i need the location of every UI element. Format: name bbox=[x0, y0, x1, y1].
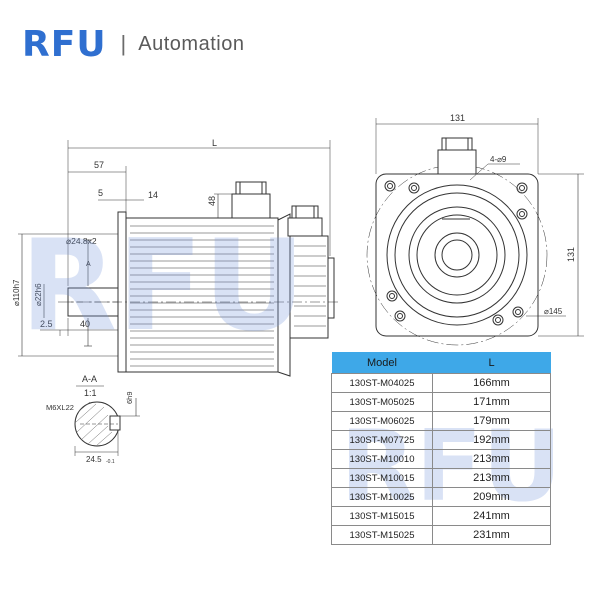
cell-length: 213mm bbox=[432, 468, 551, 488]
spec-table: Model L 130ST-M04025 166mm 130ST-M05025 … bbox=[331, 352, 551, 545]
cell-model: 130ST-M05025 bbox=[331, 392, 433, 412]
table-row: 130ST-M10015 213mm bbox=[331, 468, 551, 488]
cell-model: 130ST-M10010 bbox=[331, 449, 433, 469]
key-height-label: 24.5 bbox=[86, 455, 102, 464]
mounting-holes bbox=[384, 180, 528, 326]
bolt-circle-label: ⌀145 bbox=[544, 307, 563, 316]
cell-length: 213mm bbox=[432, 449, 551, 469]
cell-model: 130ST-M06025 bbox=[331, 411, 433, 431]
table-row: 130ST-M07725 192mm bbox=[331, 430, 551, 450]
header-separator: | bbox=[120, 31, 127, 56]
cell-length: 231mm bbox=[432, 525, 551, 545]
side-view bbox=[18, 140, 340, 377]
header-model: Model bbox=[331, 352, 433, 374]
cell-length: 209mm bbox=[432, 487, 551, 507]
table-row: 130ST-M15015 241mm bbox=[331, 506, 551, 526]
section-view bbox=[74, 385, 140, 456]
header: RFU | Automation bbox=[22, 22, 244, 66]
cell-length: 166mm bbox=[432, 373, 551, 393]
thread-label: M6XL22 bbox=[46, 403, 74, 412]
cell-length: 241mm bbox=[432, 506, 551, 526]
cell-model: 130ST-M07725 bbox=[331, 430, 433, 450]
table-row: 130ST-M10025 209mm bbox=[331, 487, 551, 507]
cell-length: 171mm bbox=[432, 392, 551, 412]
dim-L: L bbox=[212, 138, 217, 148]
header-tagline: Automation bbox=[138, 32, 245, 55]
cell-length: 179mm bbox=[432, 411, 551, 431]
dim-48: 48 bbox=[207, 196, 217, 206]
table-row: 130ST-M04025 166mm bbox=[331, 373, 551, 393]
section-title: A-A bbox=[82, 374, 97, 384]
cell-model: 130ST-M15025 bbox=[331, 525, 433, 545]
table-row: 130ST-M10010 213mm bbox=[331, 449, 551, 469]
power-connector bbox=[231, 181, 271, 219]
section-scale: 1:1 bbox=[84, 388, 97, 398]
key-height-tol: -0.1 bbox=[106, 459, 115, 465]
front-height-label: 131 bbox=[566, 247, 576, 262]
key-width-label: 6h9 bbox=[125, 391, 134, 404]
shaft-dia-label: ⌀22h6 bbox=[34, 283, 43, 306]
section-marker: A bbox=[86, 261, 91, 268]
table-row: 130ST-M06025 179mm bbox=[331, 411, 551, 431]
header-length: L bbox=[432, 352, 551, 374]
dim-14: 14 bbox=[148, 190, 158, 200]
table-row: 130ST-M15025 231mm bbox=[331, 525, 551, 545]
brand-logo: RFU bbox=[22, 23, 107, 65]
pilot-dia-label: ⌀110h7 bbox=[12, 279, 21, 306]
cell-model: 130ST-M10025 bbox=[331, 487, 433, 507]
front-view bbox=[366, 118, 584, 346]
dim-2-5: 2.5 bbox=[40, 319, 53, 329]
cell-model: 130ST-M10015 bbox=[331, 468, 433, 488]
flange-bore-label: ⌀24.8x2 bbox=[66, 236, 97, 246]
front-width-label: 131 bbox=[450, 113, 465, 123]
cell-length: 192mm bbox=[432, 430, 551, 450]
dim-57: 57 bbox=[94, 160, 104, 170]
table-header-row: Model L bbox=[331, 352, 551, 374]
dim-5: 5 bbox=[98, 188, 103, 198]
encoder-connector bbox=[287, 205, 323, 237]
cooling-fins bbox=[130, 225, 274, 367]
cell-model: 130ST-M15015 bbox=[331, 506, 433, 526]
dim-40: 40 bbox=[80, 319, 90, 329]
table-row: 130ST-M05025 171mm bbox=[331, 392, 551, 412]
cell-model: 130ST-M04025 bbox=[331, 373, 433, 393]
holes-label: 4-⌀9 bbox=[490, 155, 507, 164]
spec-table-wrap: Model L 130ST-M04025 166mm 130ST-M05025 … bbox=[331, 352, 551, 545]
